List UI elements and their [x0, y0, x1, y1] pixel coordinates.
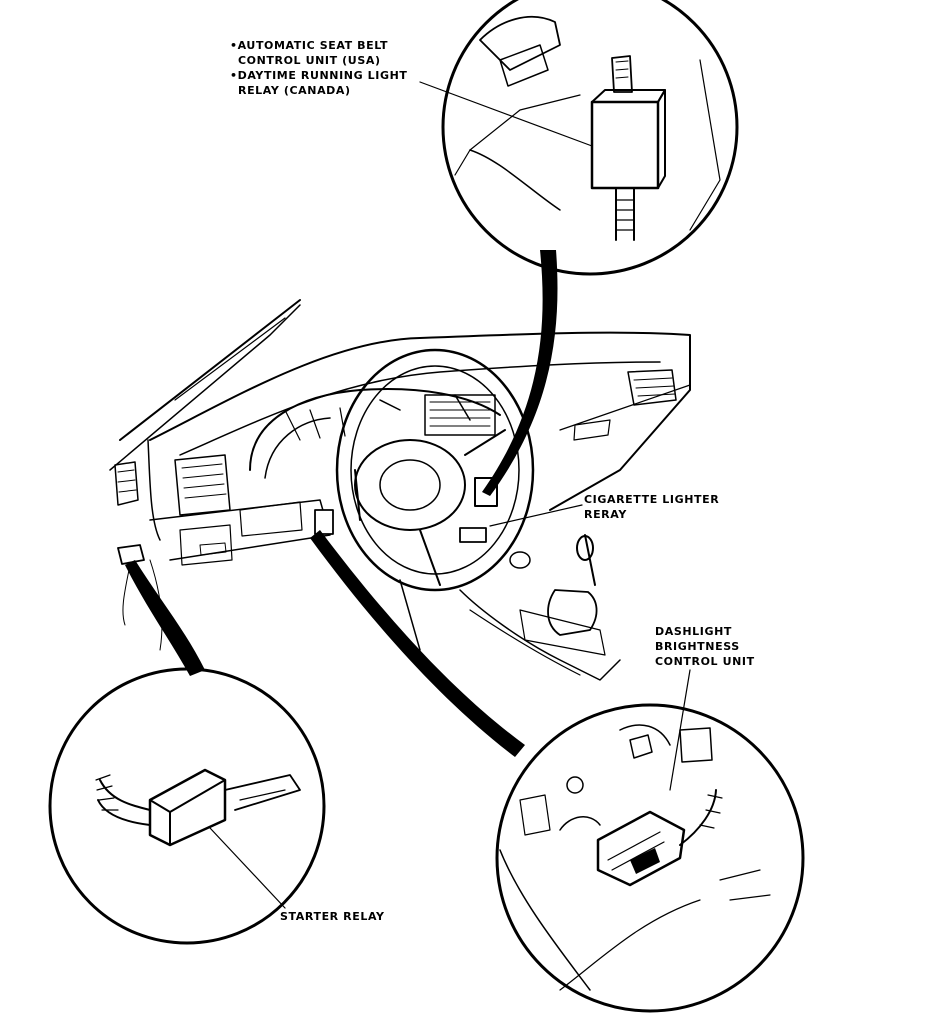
dashlight-label-line1: DASHLIGHT: [655, 625, 733, 638]
cigarette-lighter-relay-label: CIGARETTE LIGHTER RERAY: [584, 492, 719, 522]
seatbelt-unit-label-line1: AUTOMATIC SEAT BELT: [230, 38, 408, 53]
starter-relay-label: STARTER RELAY: [280, 910, 385, 923]
cigarette-relay-label-line1: CIGARETTE LIGHTER: [584, 493, 720, 506]
seatbelt-unit-detail-circle: [441, 0, 739, 276]
dashlight-unit-label: DASHLIGHT BRIGHTNESS CONTROL UNIT: [655, 624, 755, 669]
dashlight-label-line3: CONTROL UNIT: [655, 655, 755, 668]
seatbelt-unit-label-line2: CONTROL UNIT (USA): [238, 54, 381, 67]
starter-relay-detail-circle: [48, 667, 326, 945]
dashboard-illustration: [109, 299, 691, 681]
cigarette-relay-label-line2: RERAY: [584, 508, 627, 521]
daytime-relay-label-line2: RELAY (CANADA): [238, 84, 351, 97]
connector-bands: [125, 250, 558, 757]
daytime-relay-label-line1: DAYTIME RUNNING LIGHT: [230, 68, 408, 83]
dashlight-label-line2: BRIGHTNESS: [655, 640, 740, 653]
seatbelt-unit-label: AUTOMATIC SEAT BELT CONTROL UNIT (USA) D…: [230, 38, 408, 98]
dashlight-unit-detail-circle: [495, 703, 805, 1013]
